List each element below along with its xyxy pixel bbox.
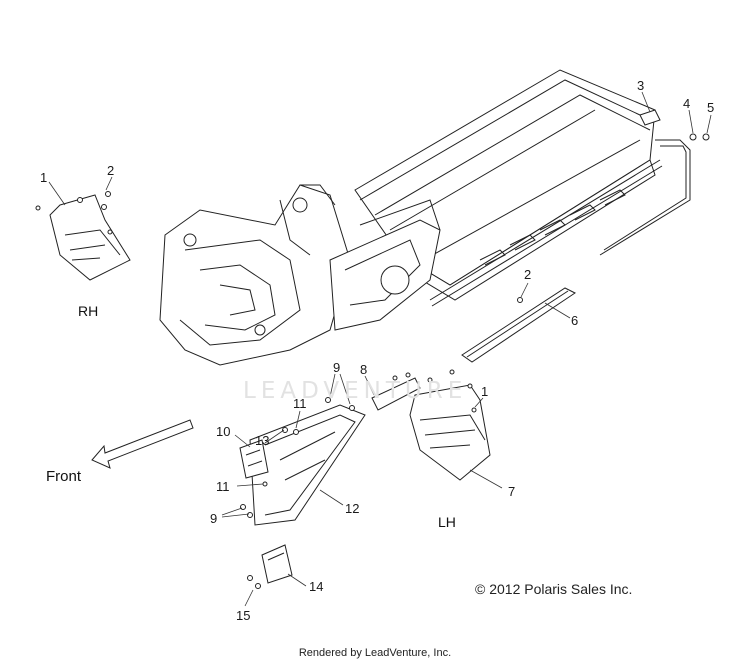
lh-label: LH bbox=[438, 514, 456, 530]
copyright-text: © 2012 Polaris Sales Inc. bbox=[475, 581, 633, 597]
callout-3: 3 bbox=[637, 78, 645, 93]
callout-1-rh: 1 bbox=[40, 170, 48, 185]
front-bulkhead bbox=[159, 184, 351, 366]
watermark: LEADVENTURE bbox=[243, 378, 468, 404]
front-arrow-icon bbox=[91, 419, 194, 469]
lh-footrest bbox=[409, 369, 491, 481]
callout-13: 13 bbox=[255, 433, 270, 448]
rh-label: RH bbox=[78, 303, 99, 319]
callout-2-rh: 2 bbox=[107, 163, 115, 178]
bracket-10 bbox=[239, 439, 269, 479]
leader-lines bbox=[48, 91, 712, 607]
callout-8: 8 bbox=[360, 362, 368, 377]
callout-9-top: 9 bbox=[333, 360, 341, 375]
front-label: Front bbox=[46, 468, 82, 485]
rendered-by-footer: Rendered by LeadVenture, Inc. bbox=[298, 647, 452, 659]
callout-1-lh: 1 bbox=[481, 384, 489, 399]
rh-footrest bbox=[35, 191, 131, 281]
step-plate bbox=[240, 397, 366, 526]
callout-5: 5 bbox=[707, 100, 715, 115]
bracket-8 bbox=[371, 372, 421, 411]
callout-10: 10 bbox=[216, 424, 231, 439]
callout-11-top: 11 bbox=[293, 396, 307, 411]
callout-9-bottom: 9 bbox=[210, 511, 218, 526]
bracket-14 bbox=[247, 544, 293, 589]
callout-11-bottom: 11 bbox=[216, 479, 230, 494]
callout-12: 12 bbox=[345, 501, 360, 516]
callout-2-rail: 2 bbox=[524, 267, 532, 282]
rear-rail-hardware bbox=[599, 109, 710, 256]
side-panel bbox=[329, 199, 441, 331]
callout-4: 4 bbox=[683, 96, 691, 111]
callout-7: 7 bbox=[508, 484, 516, 499]
callout-15: 15 bbox=[236, 608, 251, 623]
callout-6: 6 bbox=[571, 313, 579, 328]
running-board-rail bbox=[461, 287, 576, 363]
callout-14: 14 bbox=[309, 579, 324, 594]
